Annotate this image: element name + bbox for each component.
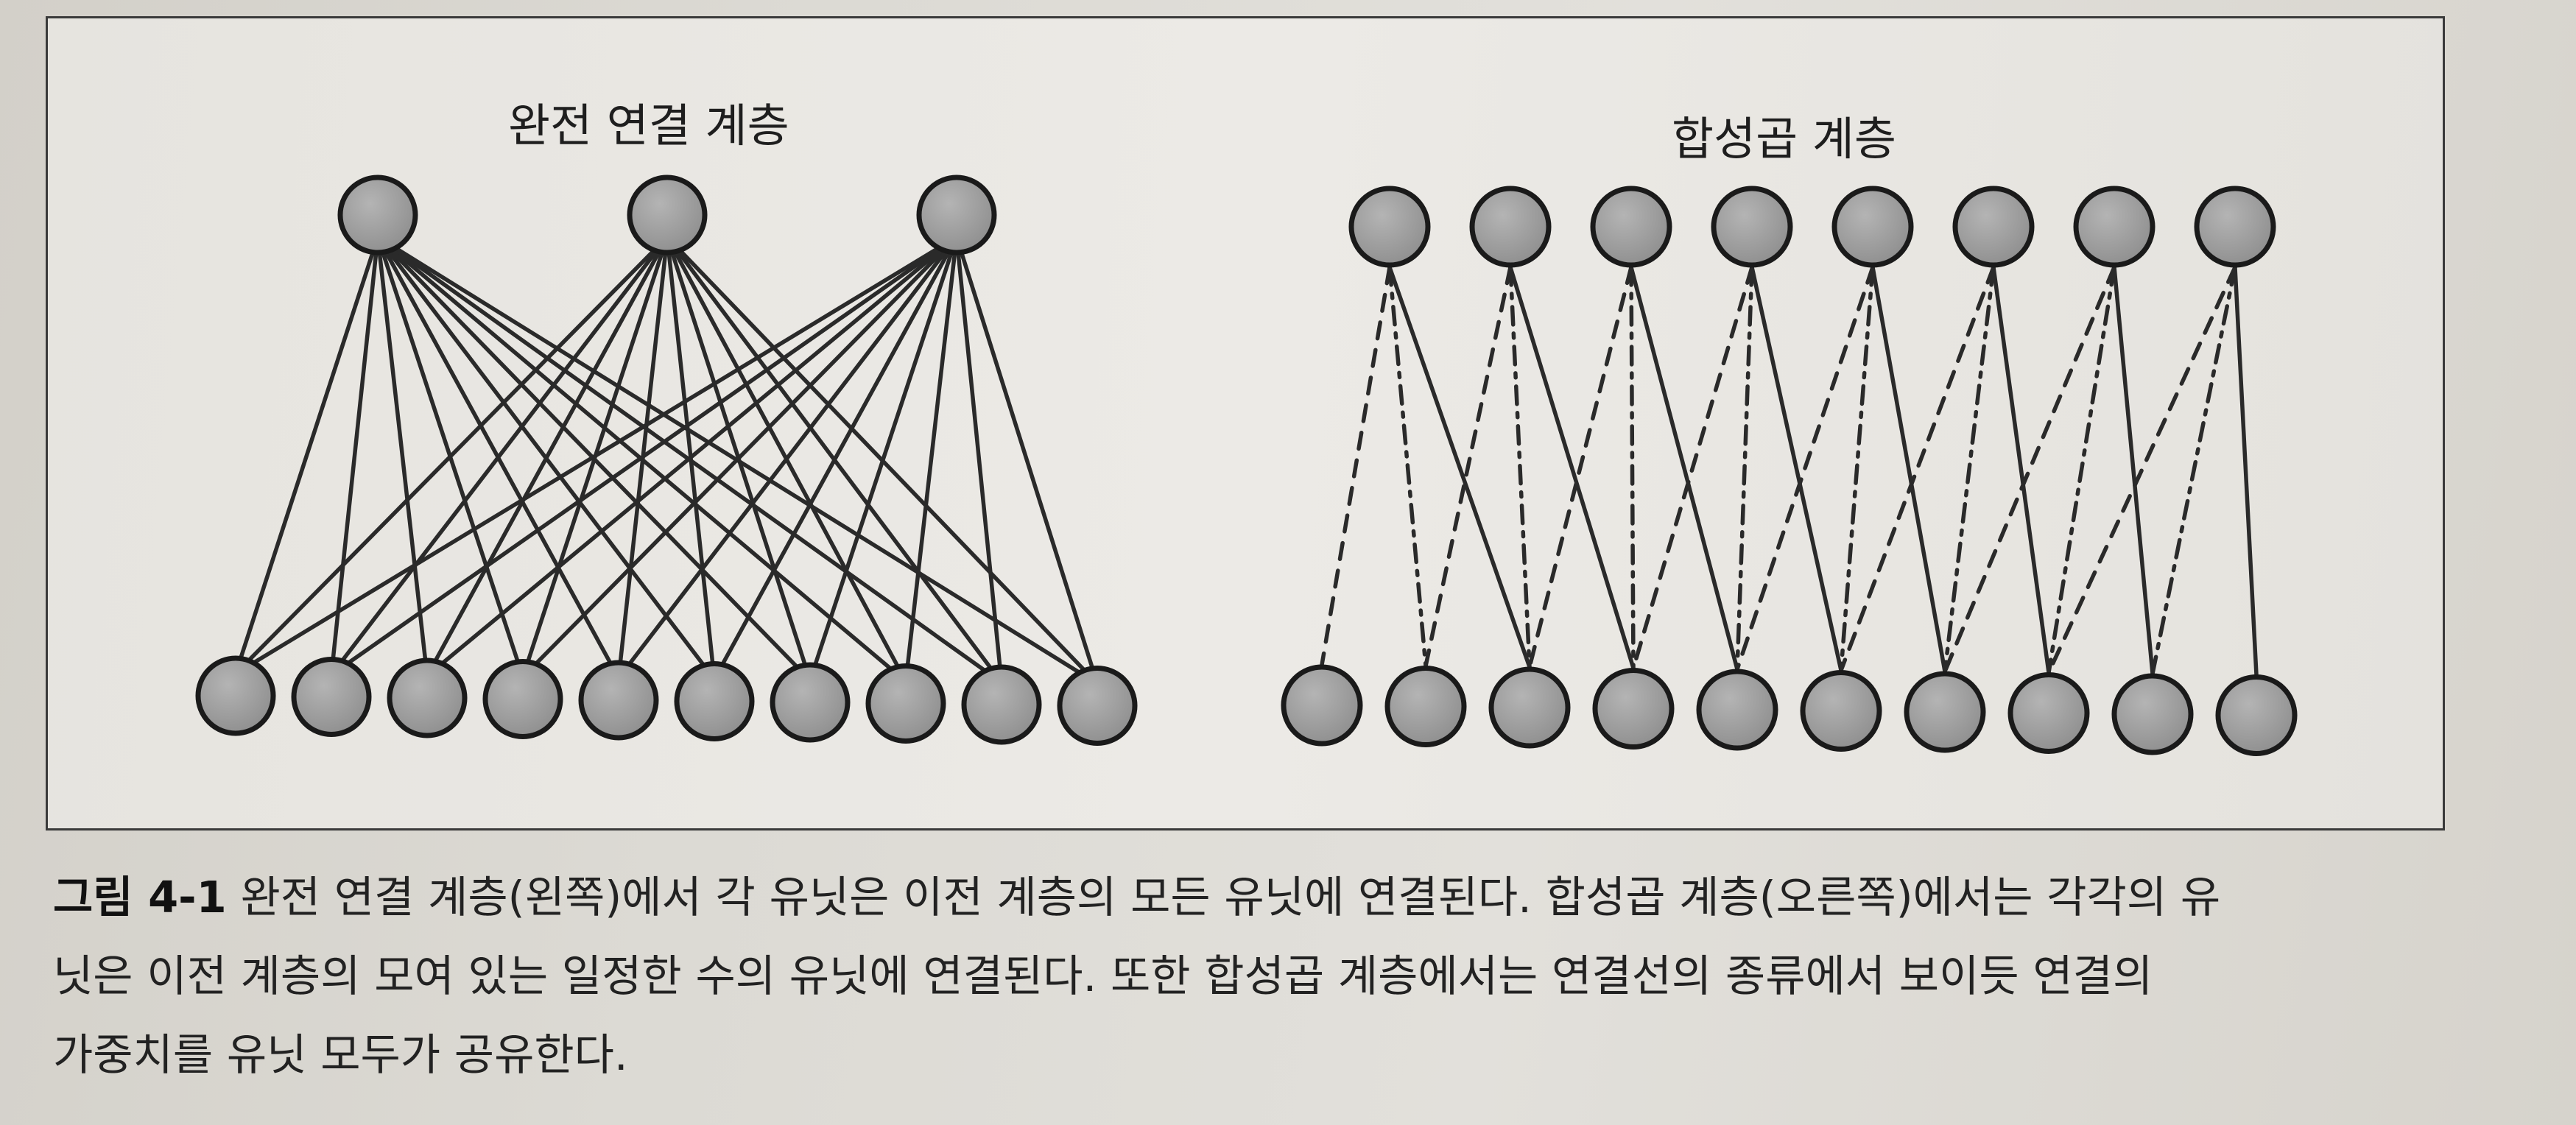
fc-bottom-unit-3	[387, 657, 468, 738]
convolutional-title: 합성곱 계층	[1672, 112, 1896, 166]
conv-edge-3-4	[1735, 265, 1754, 671]
caption-line-1: 그림 4-1 완전 연결 계층(왼쪽)에서 각 유닛은 이전 계층의 모든 유닛…	[53, 858, 2454, 937]
fc-bottom-unit-2	[291, 657, 372, 737]
conv-edge-7-8	[2150, 265, 2237, 676]
conv-top-unit-6	[1952, 186, 2035, 268]
conv-edge-3-3	[1631, 265, 1754, 671]
convolutional-edges	[1320, 265, 2259, 677]
conv-bottom-unit-3	[1488, 666, 1571, 749]
conv-top-unit-1	[1348, 186, 1431, 268]
conv-edge-7-9	[2233, 265, 2259, 677]
fc-edge-2-3	[521, 235, 959, 680]
conv-bottom-unit-8	[2007, 672, 2090, 754]
fc-bottom-unit-7	[770, 662, 851, 743]
fc-edge-1-1	[329, 235, 669, 677]
conv-edge-4-5	[1839, 265, 1875, 673]
conv-edge-4-6	[1871, 265, 1947, 674]
fc-edge-1-2	[425, 235, 669, 678]
conv-edge-0-0	[1320, 265, 1392, 667]
fc-bottom-unit-1	[195, 655, 276, 736]
fc-edge-0-1	[329, 235, 380, 677]
figure-caption: 그림 4-1 완전 연결 계층(왼쪽)에서 각 유닛은 이전 계층의 모든 유닛…	[53, 858, 2454, 1094]
conv-bottom-unit-10	[2215, 674, 2298, 756]
fc-edge-2-6	[808, 235, 959, 683]
fc-bottom-unit-6	[674, 661, 755, 741]
conv-edge-3-5	[1750, 265, 1843, 673]
fc-edge-0-2	[376, 235, 429, 678]
caption-line-3: 가중치를 유닛 모두가 공유한다.	[53, 1029, 628, 1080]
conv-bottom-unit-1	[1281, 664, 1363, 747]
convolutional-units	[1281, 186, 2298, 756]
fully-connected-units	[195, 174, 1138, 746]
conv-bottom-unit-4	[1592, 668, 1675, 750]
conv-edge-5-5	[1839, 265, 1996, 673]
fc-edge-2-9	[954, 235, 1099, 686]
fc-bottom-unit-9	[961, 664, 1042, 745]
conv-edge-1-1	[1424, 265, 1513, 669]
fc-edge-2-7	[904, 235, 959, 684]
fc-bottom-unit-8	[865, 663, 946, 744]
conv-edge-2-2	[1527, 265, 1633, 669]
conv-edge-5-6	[1943, 265, 1996, 674]
fc-bottom-unit-10	[1057, 666, 1138, 746]
fc-bottom-unit-5	[578, 660, 659, 741]
fully-connected-title: 완전 연결 계층	[508, 99, 789, 152]
fc-edge-0-0	[233, 235, 380, 676]
fc-top-unit-2	[627, 174, 708, 255]
fc-edge-2-8	[954, 235, 1004, 685]
conv-edge-0-2	[1387, 265, 1532, 669]
conv-edge-2-4	[1629, 265, 1739, 671]
conv-edge-5-7	[1991, 265, 2051, 675]
conv-top-unit-3	[1590, 186, 1672, 268]
conv-edge-4-4	[1735, 265, 1875, 671]
conv-bottom-unit-7	[1904, 671, 1986, 753]
fc-edge-2-0	[233, 235, 959, 676]
conv-top-unit-2	[1469, 186, 1552, 268]
fc-edge-2-1	[329, 235, 959, 677]
fc-edge-1-0	[233, 235, 669, 676]
conv-bottom-unit-9	[2111, 673, 2194, 755]
caption-text-1: 완전 연결 계층(왼쪽)에서 각 유닛은 이전 계층의 모든 유닛에 연결된다.…	[226, 872, 2221, 923]
fc-bottom-unit-4	[482, 659, 563, 739]
conv-top-unit-5	[1831, 186, 1914, 268]
conv-bottom-unit-6	[1800, 670, 1882, 752]
fc-edge-2-2	[425, 235, 959, 678]
conv-edge-6-6	[1943, 265, 2116, 674]
caption-line-2: 닛은 이전 계층의 모여 있는 일정한 수의 유닛에 연결된다. 또한 합성곱 …	[53, 951, 2153, 1001]
conv-top-unit-7	[2073, 186, 2156, 268]
conv-bottom-unit-5	[1696, 669, 1778, 751]
conv-edge-1-3	[1508, 265, 1636, 671]
fc-top-unit-3	[916, 174, 997, 255]
conv-edge-7-7	[2047, 265, 2237, 675]
conv-edge-2-3	[1629, 265, 1636, 671]
conv-top-unit-4	[1711, 186, 1793, 268]
conv-bottom-unit-2	[1384, 666, 1467, 747]
conv-edge-6-8	[2112, 265, 2155, 676]
caption-label: 그림 4-1	[53, 872, 227, 923]
conv-top-unit-8	[2194, 186, 2276, 268]
fc-edge-2-4	[616, 235, 959, 680]
conv-edge-0-1	[1387, 265, 1428, 669]
conv-edge-6-7	[2047, 265, 2116, 675]
fc-top-unit-1	[337, 174, 418, 255]
conv-edge-1-2	[1508, 265, 1532, 669]
fc-edge-2-5	[712, 235, 959, 682]
fully-connected-edges	[233, 235, 1099, 686]
